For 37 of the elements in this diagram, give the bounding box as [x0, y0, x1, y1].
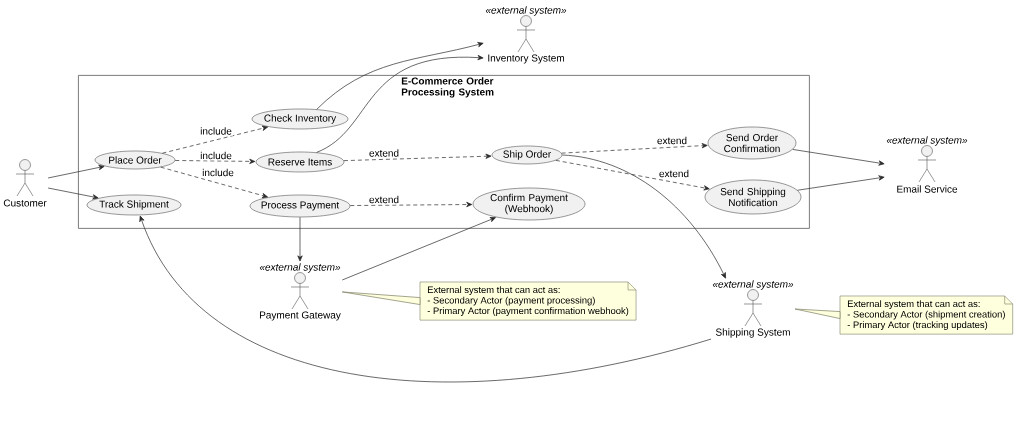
note: External system that can act as: - Secondary Actor (payment processing) - Primary Actor (payment confirmation webhook): [419, 281, 637, 321]
edge-label: extend: [368, 194, 400, 205]
note-pointer: [794, 308, 841, 319]
edge-label: extend: [656, 135, 688, 146]
edge-label: extend: [368, 148, 400, 158]
actor-name: Shipping System: [715, 328, 790, 338]
arrow: [341, 217, 496, 281]
arrow: [139, 215, 712, 383]
actor-name: Customer: [3, 199, 47, 207]
edge-label: include: [201, 167, 235, 178]
actor-name: Payment Gateway: [260, 311, 341, 321]
arrow: [47, 187, 99, 200]
actor-name: Email Service: [897, 185, 958, 193]
arrow: [297, 216, 303, 262]
note-pointer: [341, 291, 421, 305]
edge-label: include: [199, 126, 233, 136]
arrow: [561, 154, 726, 279]
stereotype-label: «external system»: [712, 280, 794, 290]
arrow: [316, 55, 484, 153]
actor-name: Inventory System: [488, 54, 564, 64]
dashed-arrow: [160, 166, 268, 199]
dashed-arrow: [349, 201, 473, 208]
stereotype-label: «external system»: [886, 136, 968, 146]
edge-label: include: [199, 150, 233, 161]
note: External system that can act as: - Secondary Actor (shipment creation) - Primary Actor (tracking updates): [839, 295, 1013, 335]
stereotype-label: «external system»: [485, 6, 567, 16]
edge-label: extend: [658, 168, 690, 179]
arrow: [797, 175, 885, 191]
dashed-arrow: [174, 158, 256, 164]
arrow: [47, 164, 105, 179]
dashed-arrow: [561, 143, 708, 154]
stereotype-label: «external system»: [259, 263, 341, 273]
arrow: [316, 42, 484, 110]
arrow: [792, 149, 885, 166]
dashed-arrow: [555, 160, 710, 191]
dashed-arrow: [162, 125, 269, 154]
dashed-arrow: [343, 153, 492, 161]
